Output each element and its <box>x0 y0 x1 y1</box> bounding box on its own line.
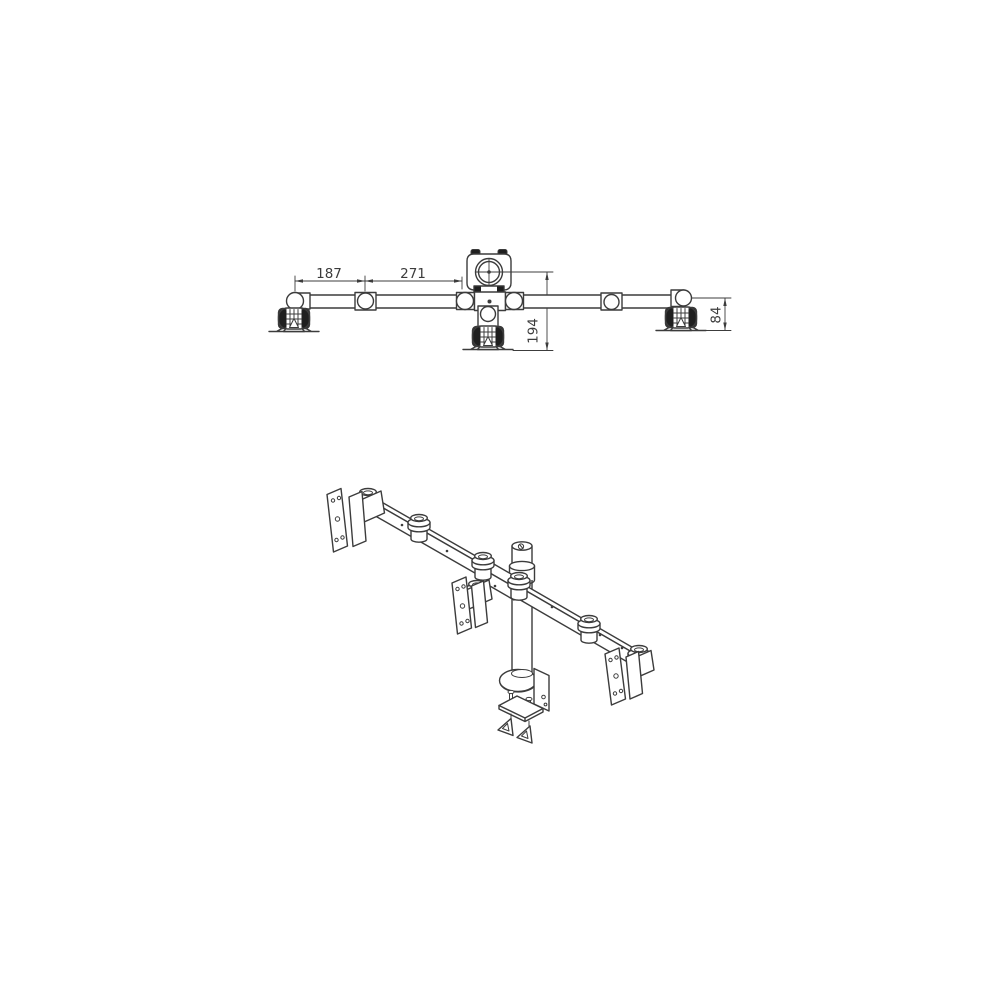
monitor-head-left <box>268 307 320 333</box>
monitor-head-center <box>462 325 514 351</box>
pole <box>508 541 536 677</box>
dim-label-194: 194 <box>526 318 542 344</box>
hub-joint-right <box>507 571 531 601</box>
front-dimensioned-view: 187 271 194 84 <box>268 249 732 351</box>
dim-label-271: 271 <box>400 266 426 282</box>
monitor-head-right <box>655 306 707 332</box>
front-dimension-lines: 187 271 194 84 <box>294 266 732 351</box>
elbow-joint-right <box>577 614 601 644</box>
center-link-front <box>477 305 499 328</box>
crossbar-front <box>285 289 693 312</box>
vesa-mount-left <box>326 487 386 553</box>
isometric-view <box>326 487 655 744</box>
dim-label-84: 84 <box>709 306 725 323</box>
hub-joint-left <box>471 551 495 581</box>
desk-clamp-front <box>466 249 554 297</box>
desk-clamp-iso <box>497 667 550 744</box>
vesa-mount-center <box>451 576 493 635</box>
vesa-mount-right <box>604 644 655 706</box>
elbow-joint-left <box>407 513 431 543</box>
dim-label-187: 187 <box>316 266 342 282</box>
